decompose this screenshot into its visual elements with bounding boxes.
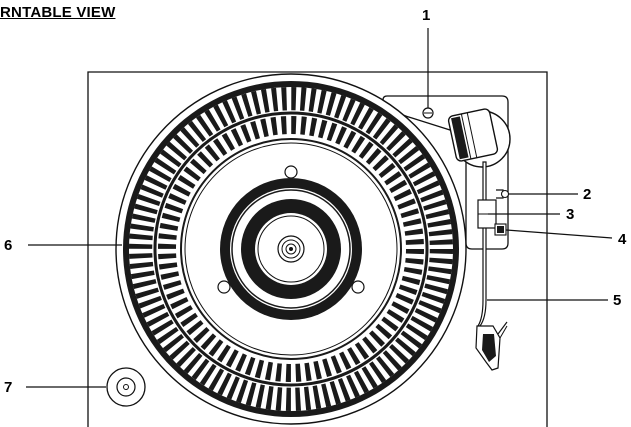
plate-screw [422,107,434,119]
mat-hole [351,280,365,294]
arm-lock [494,223,507,236]
spindle [277,235,305,263]
cue-lever [496,189,510,199]
tonearm-rest [477,199,497,229]
callout-1: 1 [422,7,430,24]
mat-hole [284,165,298,179]
strobe-dots-inner [158,116,424,382]
callout-2: 2 [583,186,591,203]
callout-6: 6 [4,237,12,254]
callout-3: 3 [566,206,574,223]
tonearm [447,108,511,371]
adapter-45rpm [106,367,146,407]
mat-hole [217,280,231,294]
strobe-dots-outer [129,87,453,411]
callout-5: 5 [613,292,621,309]
leader-line-4 [505,229,613,239]
platter [115,73,467,425]
headshell [475,321,508,371]
page-title: RNTABLE VIEW [0,4,116,21]
counterweight [447,108,499,162]
callout-7: 7 [4,379,12,396]
turntable-base [87,71,548,427]
callout-4: 4 [618,231,627,248]
